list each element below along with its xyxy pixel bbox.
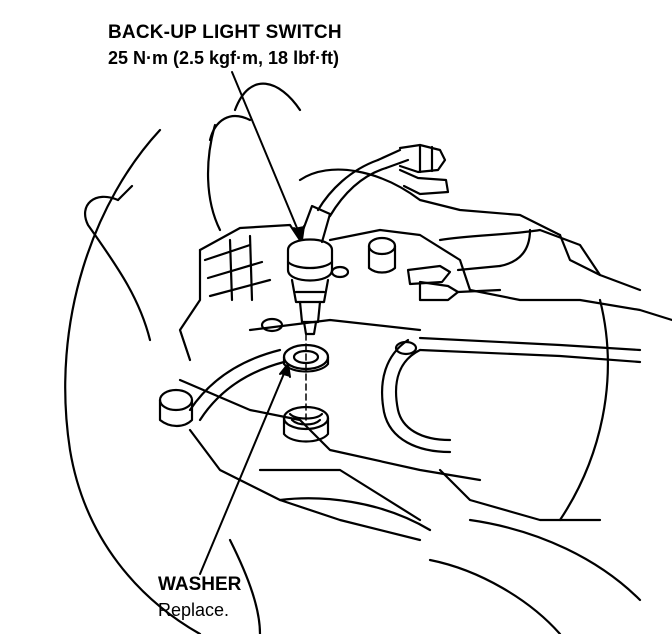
housing-outline <box>65 84 300 634</box>
lower-case <box>230 470 640 634</box>
case-bolts <box>160 238 416 426</box>
breather-tube <box>382 338 640 452</box>
leader-lines <box>200 72 304 574</box>
transmission-case <box>180 170 672 540</box>
switch-torque-label: 25 N·m (2.5 kgf·m, 18 lbf·ft) <box>108 48 340 68</box>
washer-title-label: WASHER <box>158 574 242 595</box>
switch-port <box>284 407 328 442</box>
washer-note-label: Replace. <box>158 600 230 620</box>
right-connector <box>408 230 530 300</box>
washer-arrowhead <box>280 364 290 377</box>
switch-title-label: BACK-UP LIGHT SWITCH <box>108 22 342 43</box>
washer-leader <box>200 364 288 574</box>
switch-leader <box>232 72 302 240</box>
left-hose <box>190 350 284 420</box>
switch-arrowhead <box>294 226 304 240</box>
switch-harness <box>318 145 448 216</box>
backup-light-switch <box>288 206 332 334</box>
